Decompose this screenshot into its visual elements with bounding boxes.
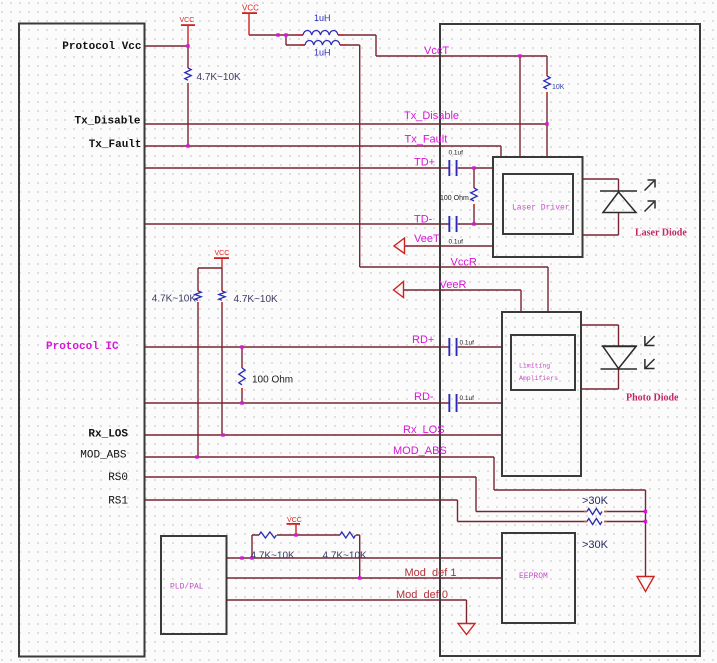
svg-text:EEPROM: EEPROM: [519, 572, 548, 581]
svg-text:100 Ohm: 100 Ohm: [252, 375, 293, 386]
svg-text:Mod_def 0: Mod_def 0: [396, 589, 448, 601]
svg-text:Laser Diode: Laser Diode: [635, 228, 687, 239]
svg-text:1uH: 1uH: [314, 48, 331, 58]
svg-text:0.1uf: 0.1uf: [449, 239, 464, 246]
svg-text:0.1uf: 0.1uf: [460, 340, 475, 347]
svg-text:Tx_Fault: Tx_Fault: [89, 139, 142, 151]
svg-text:Laser Driver: Laser Driver: [512, 204, 570, 213]
svg-text:RS1: RS1: [108, 496, 128, 508]
svg-text:VeeR: VeeR: [440, 279, 467, 291]
svg-text:RD-: RD-: [414, 391, 434, 403]
svg-text:0.1uf: 0.1uf: [449, 150, 464, 157]
svg-text:VccR: VccR: [451, 257, 477, 269]
svg-text:RS0: RS0: [108, 472, 128, 484]
svg-text:100 Ohm: 100 Ohm: [440, 195, 469, 202]
svg-text:Protocol Vcc: Protocol Vcc: [62, 41, 141, 53]
svg-text:Mod_def 1: Mod_def 1: [405, 567, 457, 579]
svg-text:Rx_LOS: Rx_LOS: [88, 429, 128, 441]
svg-text:VCC: VCC: [180, 17, 195, 24]
svg-text:Rx_LOS: Rx_LOS: [403, 424, 445, 436]
svg-text:TD+: TD+: [414, 157, 435, 169]
svg-text:>30K: >30K: [582, 539, 609, 551]
svg-text:4.7K~10K: 4.7K~10K: [251, 551, 296, 562]
svg-text:Tx_Disable: Tx_Disable: [74, 116, 140, 128]
svg-text:VCC: VCC: [287, 517, 302, 524]
svg-text:Limiting: Limiting: [519, 363, 550, 370]
svg-text:Protocol IC: Protocol IC: [46, 341, 119, 353]
svg-text:VccT: VccT: [424, 45, 449, 57]
svg-text:MOD_ABS: MOD_ABS: [393, 445, 447, 457]
svg-text:4.7K~10K: 4.7K~10K: [234, 294, 279, 305]
svg-text:Amplifiers: Amplifiers: [519, 375, 558, 382]
svg-text:4.7K~10K: 4.7K~10K: [197, 72, 242, 83]
svg-text:>30K: >30K: [582, 495, 609, 507]
svg-text:VCC: VCC: [215, 250, 230, 257]
svg-text:4.7K~10K: 4.7K~10K: [323, 551, 368, 562]
svg-text:VeeT: VeeT: [414, 233, 440, 245]
svg-text:Photo Diode: Photo Diode: [626, 393, 679, 404]
svg-text:0.1uf: 0.1uf: [460, 395, 475, 402]
svg-text:PLD/PAL: PLD/PAL: [170, 583, 204, 592]
svg-text:Tx_Fault: Tx_Fault: [405, 134, 448, 146]
svg-text:TD-: TD-: [414, 214, 433, 226]
svg-text:10K: 10K: [552, 84, 565, 91]
svg-text:Tx_Disable: Tx_Disable: [404, 110, 459, 122]
svg-text:4.7K~10K: 4.7K~10K: [152, 294, 197, 305]
svg-text:RD+: RD+: [412, 334, 434, 346]
svg-text:MOD_ABS: MOD_ABS: [80, 450, 127, 462]
svg-text:VCC: VCC: [242, 4, 259, 13]
svg-text:1uH: 1uH: [314, 13, 331, 23]
